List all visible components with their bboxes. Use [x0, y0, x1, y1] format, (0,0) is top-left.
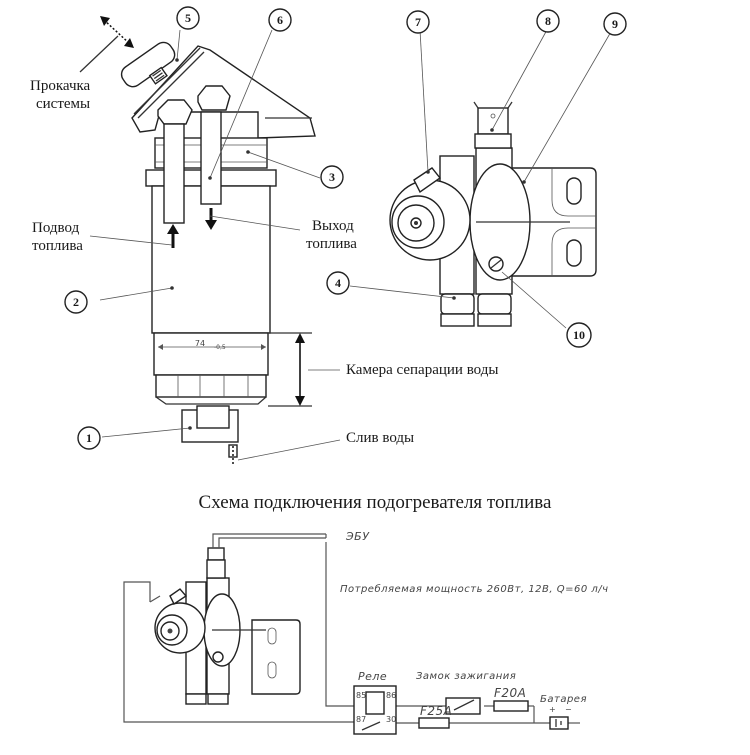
- fuel-in-label-line1: Подвод: [32, 220, 80, 236]
- svg-text:10: 10: [573, 328, 585, 342]
- bleed-label-line1: Прокачка: [30, 78, 91, 94]
- water-separation-bowl: [153, 332, 269, 376]
- relay: 85 86 87 30: [353, 685, 397, 735]
- fuel-out-label-line1: Выход: [312, 218, 354, 234]
- ignition-switch: [445, 697, 481, 715]
- heater-side-view: [349, 27, 613, 329]
- callout-9: 9: [603, 12, 627, 36]
- fuse-f20a-label: F20A: [494, 686, 526, 700]
- ignition-label: Замок зажигания: [416, 671, 516, 682]
- relay-pin-87: 87: [356, 715, 366, 724]
- battery-plus: +: [549, 705, 556, 714]
- ecu-label: ЭБУ: [345, 530, 370, 543]
- fuse-f25a: [418, 717, 450, 729]
- battery-minus: −: [565, 705, 572, 714]
- bowl-nut: [155, 374, 267, 398]
- svg-text:5: 5: [185, 11, 191, 25]
- svg-text:9: 9: [612, 17, 618, 31]
- wiring-title: Схема подключения подогревателя топлива: [199, 492, 552, 513]
- svg-text:8: 8: [545, 14, 551, 28]
- fuel-out-label-line2: топлива: [306, 236, 357, 252]
- outlet-bolt: [197, 85, 231, 111]
- relay-pin-86: 86: [386, 691, 396, 700]
- callout-10: 10: [566, 322, 592, 348]
- callout-8: 8: [536, 9, 560, 33]
- wiring-lines: [123, 533, 580, 724]
- callout-3: 3: [320, 165, 344, 189]
- outlet-pipe: [200, 111, 222, 205]
- callout-5: 5: [176, 6, 200, 30]
- callout-7: 7: [406, 10, 430, 34]
- fuse-f25a-label: F25A: [420, 704, 452, 718]
- inlet-bolt: [157, 99, 193, 125]
- dimension-tolerance: -0,5: [214, 344, 226, 351]
- callout-2: 2: [64, 290, 88, 314]
- svg-text:1: 1: [86, 431, 92, 445]
- svg-text:3: 3: [329, 170, 335, 184]
- svg-text:6: 6: [277, 13, 283, 27]
- wiring-heater: [154, 547, 301, 705]
- power-note: Потребляемая мощность 260Вт, 12В, Q=60 л…: [340, 583, 609, 595]
- callout-6: 6: [268, 8, 292, 32]
- battery: + −: [549, 705, 572, 730]
- callout-4: 4: [326, 271, 350, 295]
- water-chamber-label: Камера сепарации воды: [346, 362, 498, 378]
- svg-text:7: 7: [415, 15, 421, 29]
- filter-assembly: 74 -0,5: [79, 16, 341, 464]
- bleed-pump-knob: [120, 41, 176, 88]
- relay-pin-30: 30: [386, 715, 396, 724]
- svg-text:2: 2: [73, 295, 79, 309]
- dimension-label: 74: [195, 339, 205, 348]
- inlet-pipe: [163, 123, 185, 224]
- bleed-label-line2: системы: [36, 96, 90, 112]
- svg-text:4: 4: [335, 276, 341, 290]
- water-drain-label: Слив воды: [346, 430, 414, 446]
- fuel-in-label-line2: топлива: [32, 238, 83, 254]
- relay-label: Реле: [358, 670, 387, 683]
- drain-valve: [181, 405, 239, 464]
- callout-1: 1: [77, 426, 101, 450]
- relay-pin-85: 85: [356, 691, 366, 700]
- battery-label: Батарея: [540, 694, 587, 705]
- fuse-f20a: [493, 700, 529, 712]
